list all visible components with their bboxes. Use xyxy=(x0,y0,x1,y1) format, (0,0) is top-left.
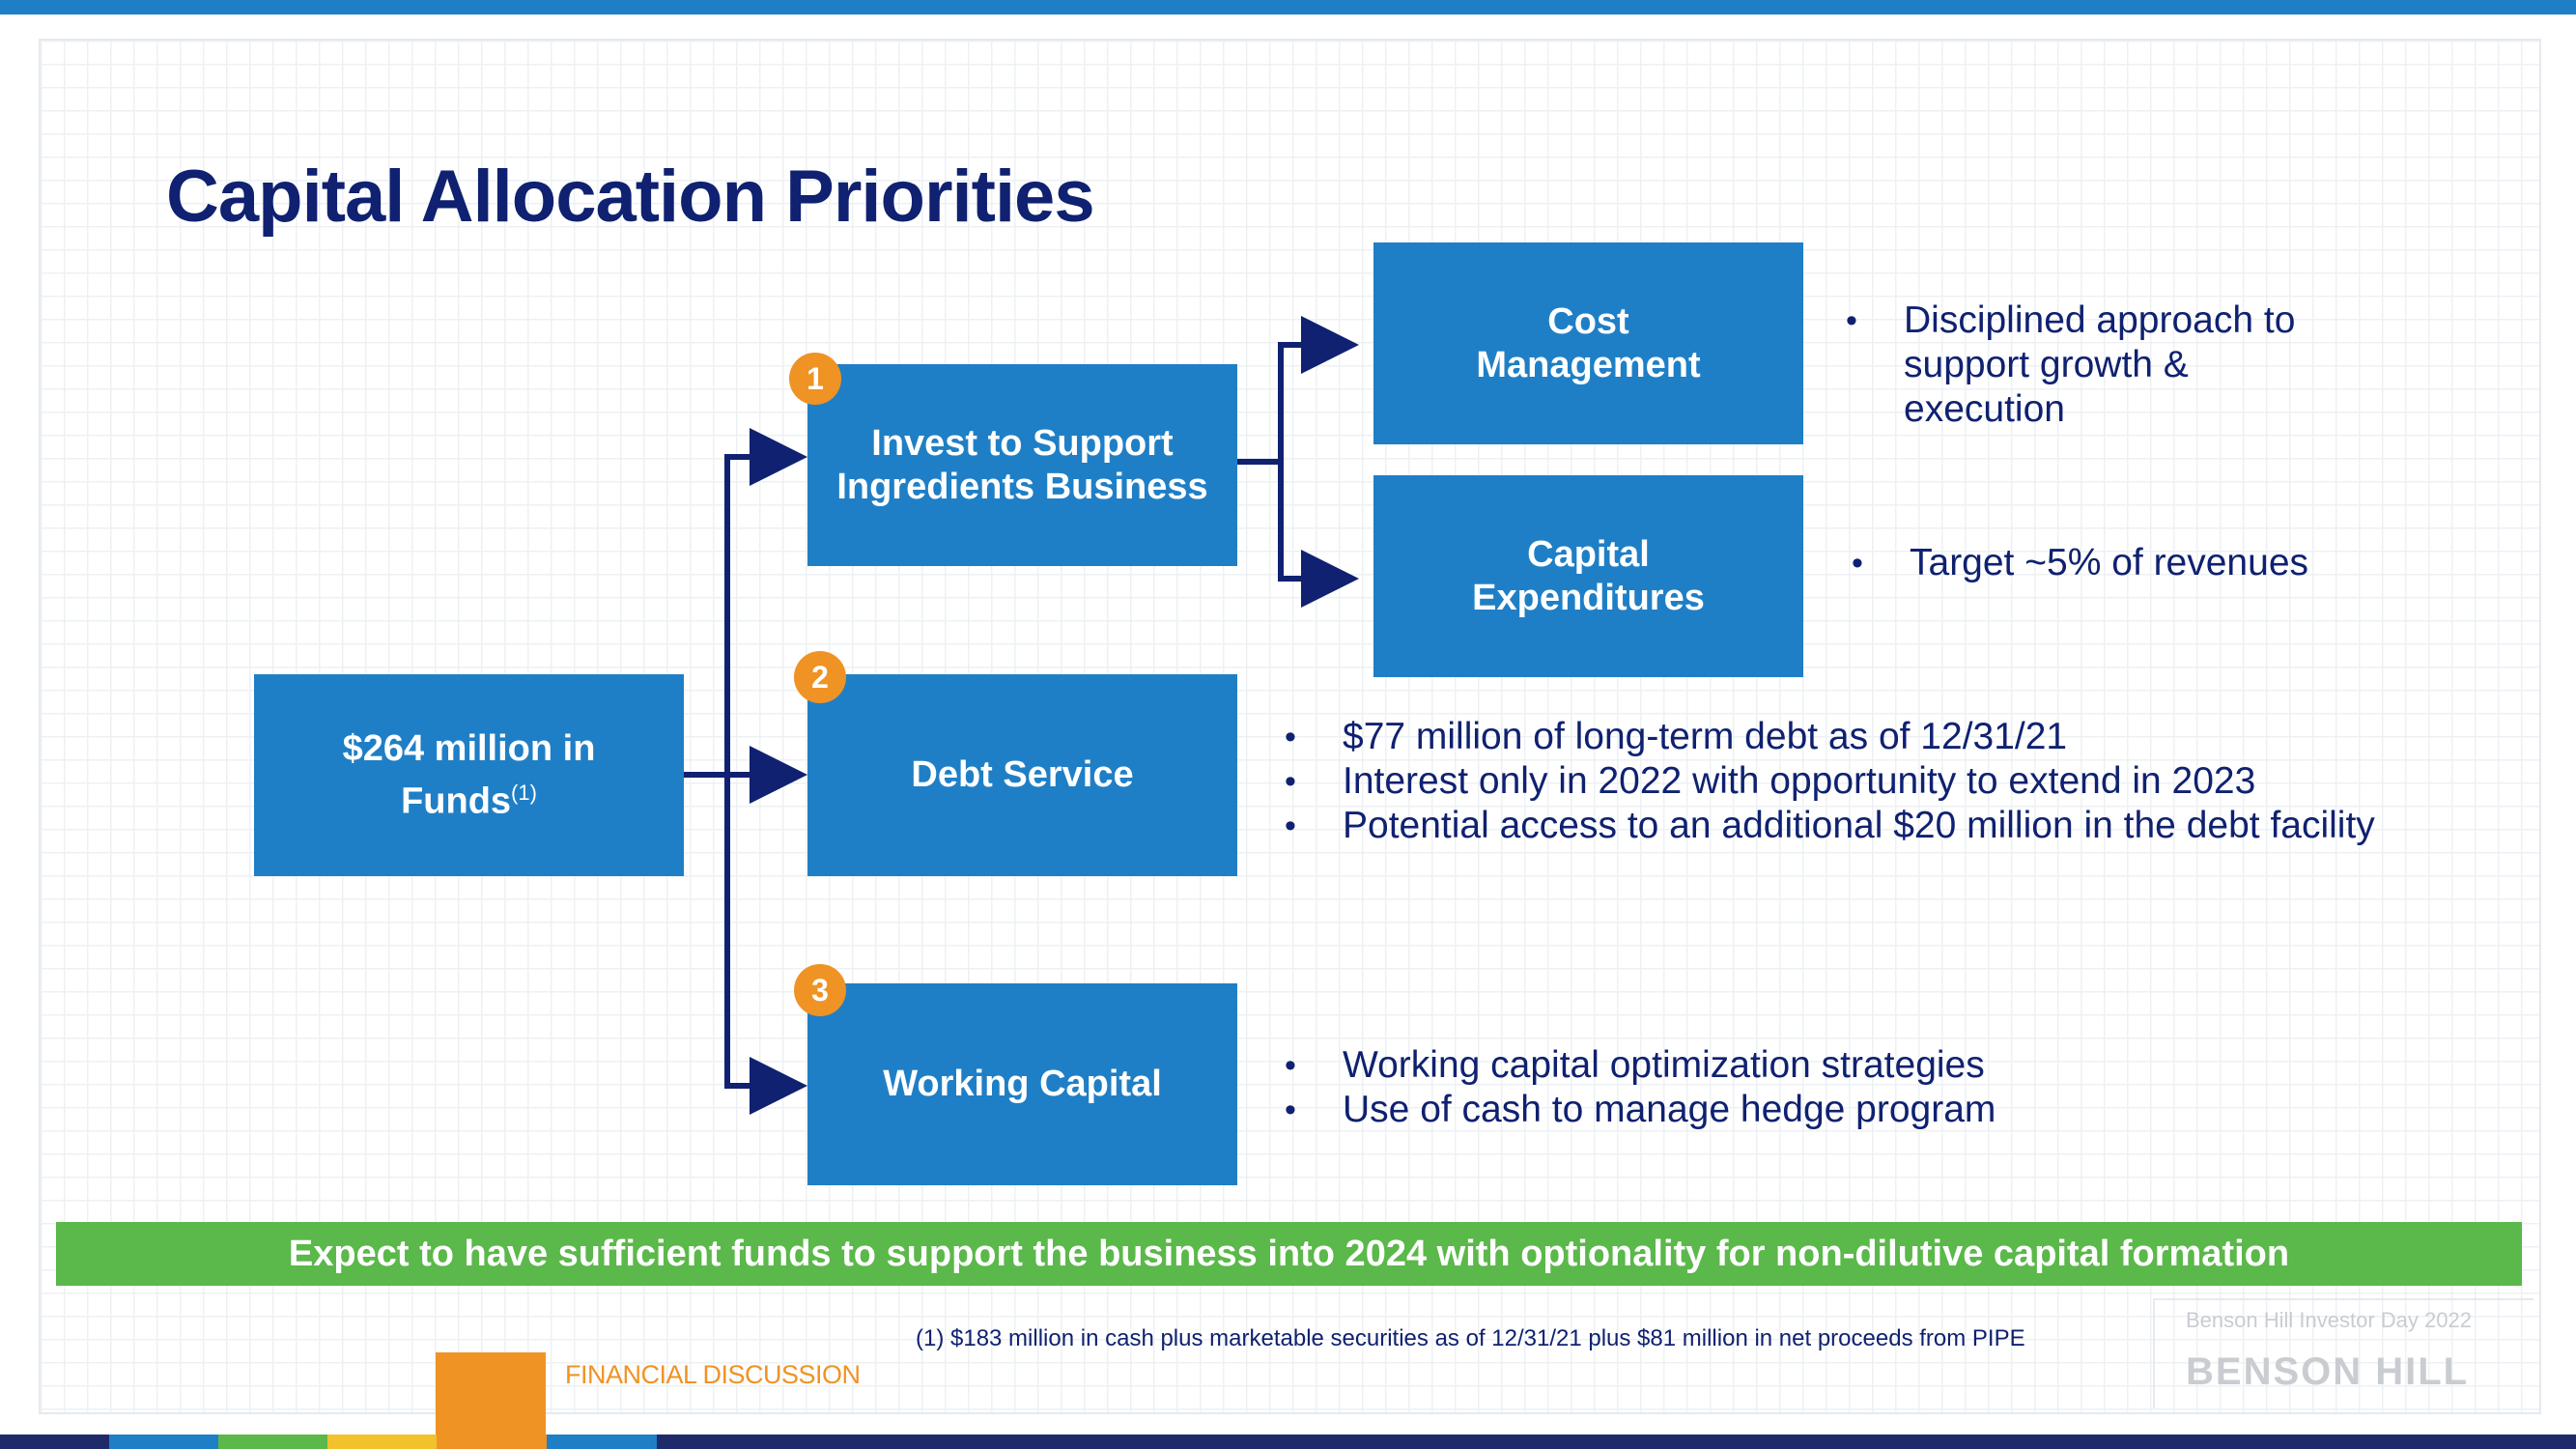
bullet-item: Use of cash to manage hedge program xyxy=(1285,1088,2250,1132)
footnote: (1) $183 million in cash plus marketable… xyxy=(916,1325,2025,1351)
footnote-marker: (1) xyxy=(511,780,537,805)
priority-1-badge: 1 xyxy=(789,353,841,405)
capital-expenditures-bullets: Target ~5% of revenues xyxy=(1852,541,2431,585)
event-label: Benson Hill Investor Day 2022 xyxy=(2186,1308,2472,1332)
priority-2-label: Debt Service xyxy=(911,754,1134,795)
capital-expenditures-line1: Capital xyxy=(1527,533,1650,575)
debt-service-bullets: $77 million of long-term debt as of 12/3… xyxy=(1285,715,2540,848)
slide-title: Capital Allocation Priorities xyxy=(166,156,1095,238)
bullet-item: Working capital optimization strategies xyxy=(1285,1043,2250,1088)
capital-expenditures-box: Capital Expenditures xyxy=(1373,475,1803,677)
section-label: FINANCIAL DISCUSSION xyxy=(565,1360,861,1389)
funds-label: Funds xyxy=(401,781,512,822)
benson-hill-logo: BENSON HILL xyxy=(2186,1350,2470,1393)
priority-1-line1: Invest to Support xyxy=(871,422,1174,464)
cost-management-line1: Cost xyxy=(1547,300,1629,342)
bottom-color-strip xyxy=(0,1435,2576,1449)
strip-segment xyxy=(547,1435,657,1449)
bullet-item: Potential access to an additional $20 mi… xyxy=(1285,804,2540,848)
priority-3-badge: 3 xyxy=(794,964,846,1016)
capital-expenditures-line2: Expenditures xyxy=(1472,577,1705,618)
working-capital-bullets: Working capital optimization strategies … xyxy=(1285,1043,2250,1132)
funds-source-box: $264 million in Funds(1) xyxy=(254,674,684,876)
strip-segment xyxy=(437,1435,547,1449)
footer-orange-block xyxy=(436,1352,546,1449)
strip-segment xyxy=(109,1435,218,1449)
priority-box-invest: Invest to Support Ingredients Business xyxy=(807,364,1237,566)
cost-management-bullets: Disciplined approach to support growth &… xyxy=(1846,298,2348,432)
strip-segment xyxy=(0,1435,109,1449)
bullet-item: Disciplined approach to support growth &… xyxy=(1846,298,2348,432)
priority-1-line2: Ingredients Business xyxy=(836,466,1208,507)
bullet-item: Target ~5% of revenues xyxy=(1852,541,2431,585)
funds-amount-label: $264 million in xyxy=(342,727,596,769)
summary-banner: Expect to have sufficient funds to suppo… xyxy=(56,1222,2522,1286)
strip-segment xyxy=(327,1435,437,1449)
bullet-item: Interest only in 2022 with opportunity t… xyxy=(1285,759,2540,804)
priority-2-badge: 2 xyxy=(794,651,846,703)
priority-box-working-capital: Working Capital xyxy=(807,983,1237,1185)
cost-management-box: Cost Management xyxy=(1373,242,1803,444)
strip-segment xyxy=(657,1435,2576,1449)
bullet-item: $77 million of long-term debt as of 12/3… xyxy=(1285,715,2540,759)
strip-segment xyxy=(218,1435,327,1449)
priority-box-debt-service: Debt Service xyxy=(807,674,1237,876)
top-accent-bar xyxy=(0,0,2576,14)
footer-logo-area: Benson Hill Investor Day 2022 BENSON HIL… xyxy=(2153,1298,2534,1408)
cost-management-line2: Management xyxy=(1476,344,1701,385)
priority-3-label: Working Capital xyxy=(883,1064,1162,1104)
